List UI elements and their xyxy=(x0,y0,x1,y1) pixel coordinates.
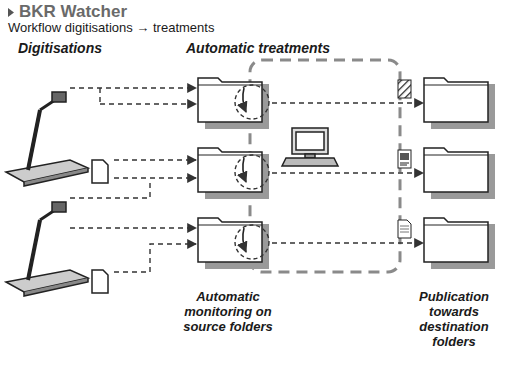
section-heading: Digitisations xyxy=(18,40,102,56)
source-folder xyxy=(198,72,262,122)
flow-arrow xyxy=(263,102,423,103)
folder-shape xyxy=(424,72,488,122)
destination-folder xyxy=(424,142,488,192)
document-file-icon xyxy=(398,220,411,238)
flow-arrow xyxy=(263,242,423,243)
column-caption: Automatic monitoring on source folders xyxy=(172,290,284,335)
title-marker xyxy=(8,8,14,17)
source-folder xyxy=(198,142,262,192)
folder-shape xyxy=(198,142,262,192)
flow-arrow xyxy=(263,172,423,173)
scan-flow-arrow xyxy=(70,88,196,272)
hatched-file-icon xyxy=(398,80,411,98)
column-caption: Publication towards destination folders xyxy=(398,290,510,350)
destination-folder xyxy=(424,212,488,262)
scanner-illustration xyxy=(6,92,108,186)
folder-shape xyxy=(198,212,262,262)
treatment-region xyxy=(250,60,400,272)
section-heading: Automatic treatments xyxy=(186,40,330,56)
folder-shape xyxy=(198,72,262,122)
destination-folder xyxy=(424,72,488,122)
subtitle: Workflow digitisations → treatments xyxy=(8,21,214,36)
computer-icon xyxy=(282,128,338,166)
folder-shape xyxy=(424,212,488,262)
title: BKR Watcher xyxy=(19,2,127,22)
source-folder xyxy=(198,212,262,262)
folder-shape xyxy=(424,142,488,192)
scanner-illustration xyxy=(6,202,108,296)
image-file-icon xyxy=(398,150,411,168)
